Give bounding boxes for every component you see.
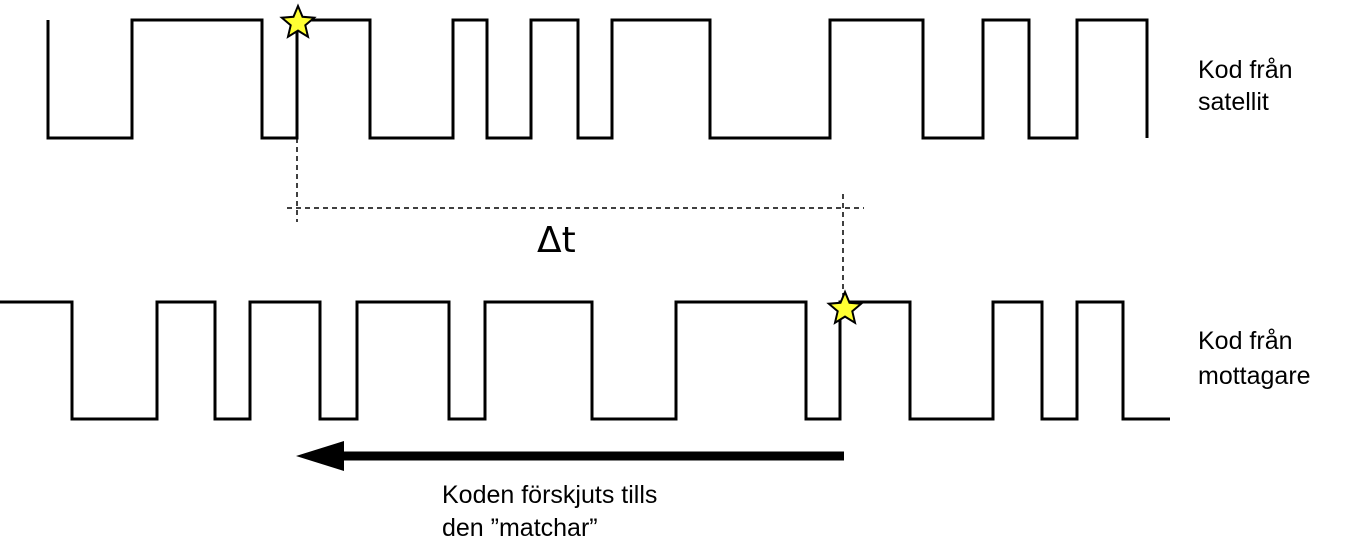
satellite-label-line2: satellit xyxy=(1198,88,1269,116)
receiver-match-star-icon xyxy=(826,289,864,325)
satellite-label-line1: Kod från xyxy=(1198,56,1293,84)
caption-line2: den ”matchar” xyxy=(442,514,598,542)
shift-arrow-head-icon xyxy=(296,441,344,471)
caption-line1: Koden förskjuts tills xyxy=(442,481,657,509)
satellite-code-waveform xyxy=(46,18,1149,140)
receiver-label-line1: Kod från xyxy=(1198,327,1293,355)
receiver-code-waveform xyxy=(0,300,1170,421)
satellite-match-star-icon xyxy=(279,3,317,39)
delta-t-label: Δt xyxy=(537,220,576,261)
receiver-label-line2: mottagare xyxy=(1198,362,1311,390)
